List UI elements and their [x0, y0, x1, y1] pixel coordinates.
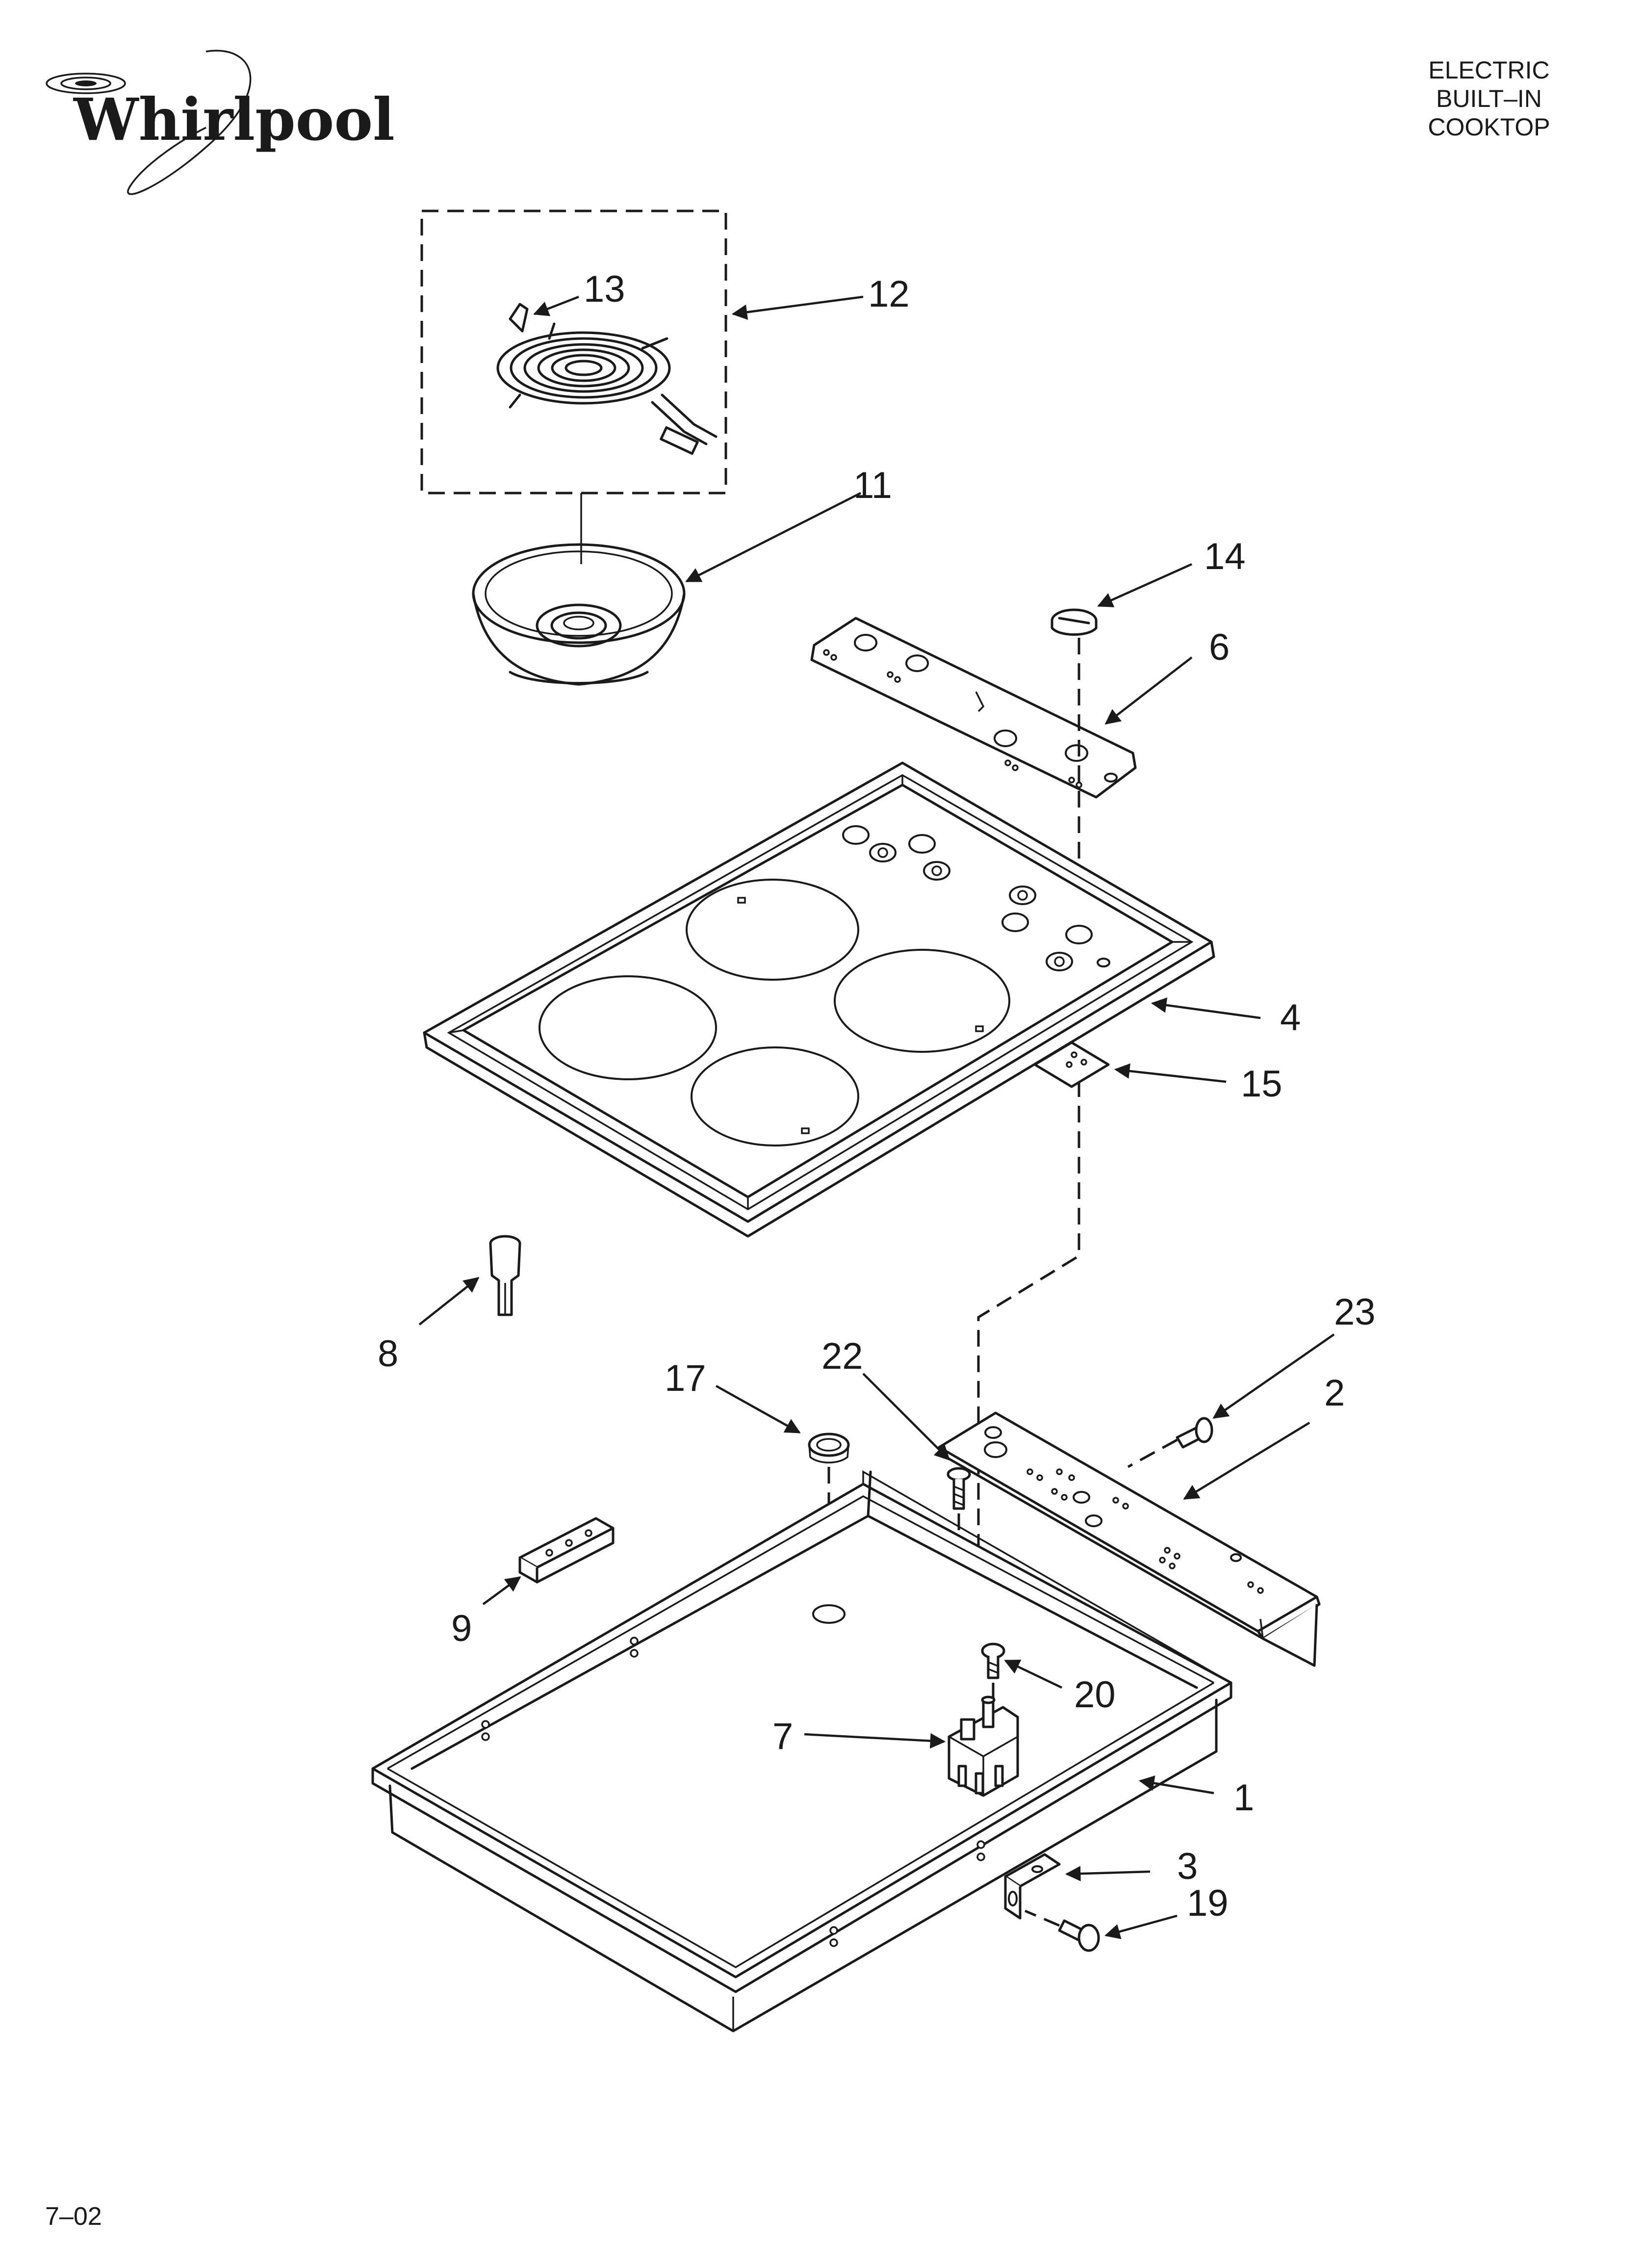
callout-11: 11: [853, 465, 892, 506]
leader-22: [862, 1373, 950, 1461]
callout-22: 22: [821, 1335, 863, 1377]
part-4-cooktop: [423, 761, 1215, 1238]
revision-code: 7–02: [45, 2202, 102, 2231]
callout-7: 7: [772, 1716, 793, 1757]
part-8-indicator-light: [489, 1235, 521, 1316]
callout-15: 15: [1241, 1063, 1283, 1105]
model-header: ELECTRIC BUILT–IN COOKTOP: [1428, 56, 1550, 141]
part-1-chassis: [371, 1470, 1232, 2033]
leader-lines: [418, 295, 1335, 1939]
part-7-switch: [948, 1695, 1019, 1797]
header-line-2: BUILT–IN: [1436, 85, 1542, 112]
leader-3: [1065, 1866, 1151, 1881]
leader-7: [804, 1733, 946, 1749]
leader-20: [1004, 1659, 1062, 1689]
leader-11: [685, 492, 862, 583]
callout-14: 14: [1204, 536, 1246, 577]
callout-9: 9: [451, 1608, 472, 1649]
callout-8: 8: [378, 1333, 398, 1375]
leader-8: [418, 1277, 480, 1326]
header-line-3: COOKTOP: [1428, 113, 1550, 141]
part-23-screw: [1127, 1417, 1213, 1468]
brand-wordmark: Whirlpool: [73, 85, 395, 154]
leader-23: [1212, 1333, 1335, 1419]
leader-4: [1151, 997, 1261, 1019]
leader-1: [1138, 1775, 1214, 1795]
part-6-control-panel: [810, 617, 1137, 799]
callout-3: 3: [1177, 1846, 1198, 1887]
callout-19: 19: [1187, 1882, 1229, 1924]
part-12-element-assembly: [420, 209, 727, 564]
part-9-bracket: [518, 1517, 615, 1584]
leader-14: [1097, 563, 1192, 607]
whirlpool-logo: Whirlpool: [46, 50, 395, 195]
leader-17: [715, 1385, 801, 1434]
callout-23: 23: [1334, 1291, 1376, 1333]
callout-2: 2: [1324, 1372, 1345, 1414]
callout-4: 4: [1280, 997, 1301, 1039]
callout-17: 17: [665, 1357, 706, 1399]
part-13-clip: [509, 303, 529, 333]
leader-13: [533, 295, 579, 316]
part-14-knob: [1051, 608, 1098, 636]
callout-labels: 13 12 11 14 6 4 15 8 17 22 23 2 9 20 7 1…: [378, 268, 1376, 1924]
part-11-drip-bowl: [472, 543, 686, 686]
leader-12: [731, 295, 864, 320]
leader-9: [482, 1576, 521, 1605]
part-19-screw: [1025, 1909, 1100, 1952]
part-15-label: [1033, 1041, 1110, 1088]
callout-1: 1: [1233, 1777, 1254, 1819]
leader-6: [1104, 656, 1193, 725]
leader-15: [1114, 1063, 1227, 1083]
leader-19: [1104, 1914, 1178, 1939]
callout-20: 20: [1074, 1674, 1116, 1716]
callout-12: 12: [868, 273, 910, 315]
callout-13: 13: [584, 268, 625, 310]
callout-6: 6: [1209, 626, 1230, 668]
leader-2: [1183, 1422, 1310, 1500]
header-line-1: ELECTRIC: [1428, 56, 1549, 84]
part-3-bracket: [1004, 1853, 1061, 1920]
